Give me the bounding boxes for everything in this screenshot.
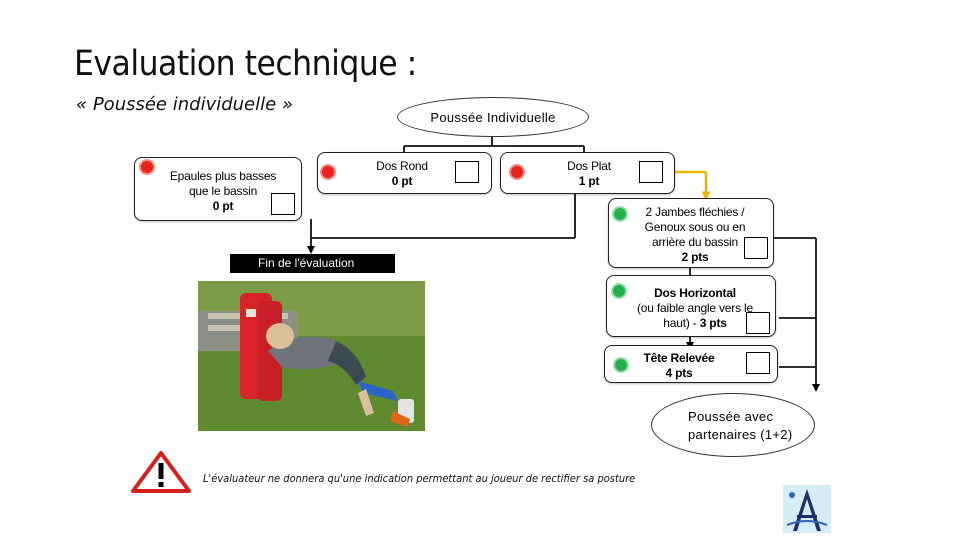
tete-score: 4 pts [665,366,693,380]
poussee-partenaires-line1: Poussée avec [688,409,774,424]
tete-checkbox[interactable] [746,352,770,374]
jambes-line2: Genoux sous ou en [644,220,746,234]
epaules-line1: Epaules plus basses [169,169,277,183]
dos-horizontal-line2: (ou faible angle vers le [637,301,753,315]
dos-horizontal-line1: Dos Horizontal [654,286,736,300]
node-dos-horizontal: Dos Horizontal (ou faible angle vers le … [606,275,776,337]
status-green-icon [612,206,628,222]
jambes-line1: 2 Jambes fléchies / [645,205,745,219]
epaules-line2: que le bassin [188,184,258,198]
poussee-partenaires-line2: partenaires (1+2) [688,427,793,442]
node-poussee-partenaires: Poussée avec partenaires (1+2) [651,393,815,457]
dos-rond-checkbox[interactable] [455,161,479,183]
node-tete-relevee: Tête Relevée 4 pts [604,345,778,383]
dos-horizontal-line3: haut) - [663,316,700,330]
warning-triangle-icon [131,451,191,493]
fin-evaluation-bar: Fin de l'évaluation [230,254,395,273]
dos-plat-score: 1 pt [578,174,600,188]
node-dos-rond: Dos Rond 0 pt [317,152,492,194]
jambes-checkbox[interactable] [744,237,768,259]
node-dos-plat: Dos Plat 1 pt [500,152,675,194]
warning-text: L'évaluateur ne donnera qu'une indicatio… [203,472,636,485]
page-title: Evaluation technique : [74,44,417,84]
dos-horizontal-checkbox[interactable] [746,312,770,334]
status-red-icon [509,164,525,180]
dos-rond-score: 0 pt [391,174,413,188]
dos-plat-line1: Dos Plat [567,159,611,173]
epaules-score: 0 pt [212,199,234,213]
tete-line1: Tête Relevée [643,351,715,365]
dos-plat-checkbox[interactable] [639,161,663,183]
page-subtitle: « Poussée individuelle » [76,94,294,115]
jambes-score: 2 pts [681,250,709,264]
epaules-checkbox[interactable] [271,193,295,215]
node-poussee-individuelle: Poussée Individuelle [397,97,589,137]
jambes-line3: arrière du bassin [652,235,738,249]
node-poussee-individuelle-label: Poussée Individuelle [430,110,556,125]
status-green-icon [611,283,627,299]
status-red-icon [139,159,155,175]
dos-horizontal-score: 3 pts [699,316,727,330]
player-photo [198,281,425,431]
dos-rond-line1: Dos Rond [376,159,428,173]
federation-logo [783,485,831,533]
status-red-icon [320,164,336,180]
node-epaules: Epaules plus basses que le bassin 0 pt [134,157,302,221]
status-green-icon [613,357,629,373]
node-jambes: 2 Jambes fléchies / Genoux sous ou en ar… [608,198,774,268]
